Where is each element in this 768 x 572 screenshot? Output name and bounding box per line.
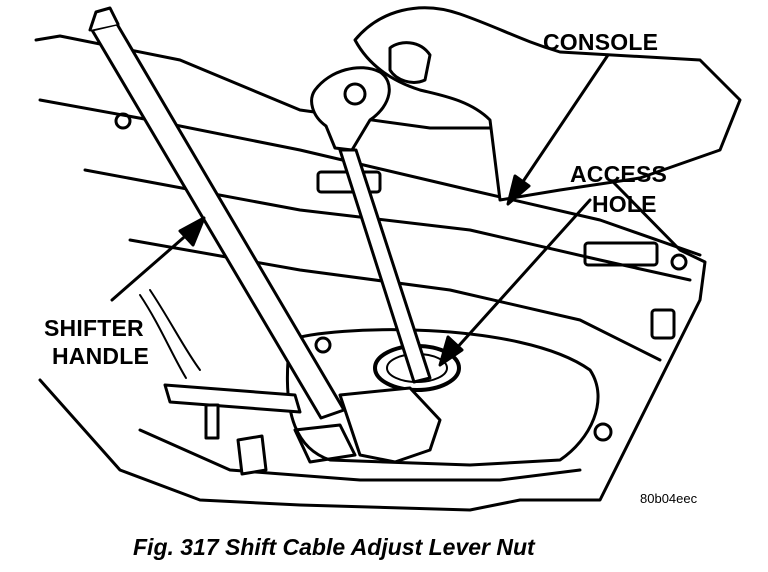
console-label: CONSOLE — [543, 29, 659, 55]
console-lower-edge — [138, 428, 582, 482]
shifter-handle-arrow-line — [110, 230, 192, 302]
shifter-handle-label-line1: SHIFTER — [44, 315, 144, 341]
linkage-bracket — [293, 423, 357, 464]
bolt-lower-right — [593, 422, 613, 442]
technician-hand — [353, 6, 742, 202]
extension-rod — [338, 148, 432, 384]
shift-cable-lever — [338, 386, 442, 464]
ratchet-head — [310, 66, 391, 152]
console-arrowhead — [506, 174, 531, 206]
stud — [204, 403, 220, 440]
bolt-top-left — [114, 112, 132, 130]
adjust-nut — [236, 434, 268, 476]
bolt-bezel — [314, 336, 332, 354]
access-hole-arrowhead — [438, 335, 464, 367]
console-slot-side — [650, 308, 676, 340]
console-rail — [83, 168, 692, 282]
access-hole-arrow-line — [453, 198, 592, 352]
hand-finger — [388, 41, 432, 84]
cable-housing — [163, 383, 302, 414]
shifter-handle-label-line2: HANDLE — [52, 343, 150, 369]
figure-caption: Fig. 317 Shift Cable Adjust Lever Nut — [133, 534, 535, 560]
shifter-handle-tip — [88, 6, 120, 32]
console-arrow-line — [518, 53, 610, 188]
console-slot-right — [583, 241, 659, 267]
access-hole-label-line2: HOLE — [592, 191, 657, 217]
ratchet-pivot — [343, 82, 367, 106]
access-hole-label-line1: ACCESS — [570, 161, 668, 187]
bolt-upper-right — [670, 253, 688, 271]
shifter-handle-arrowhead — [178, 216, 206, 247]
image-code: 80b04eec — [640, 491, 698, 506]
console-bezel — [285, 328, 600, 467]
wiring-harness-2 — [139, 294, 187, 379]
wiring-harness — [149, 289, 201, 371]
console-top-edge — [38, 98, 702, 257]
console-outline — [34, 34, 707, 512]
